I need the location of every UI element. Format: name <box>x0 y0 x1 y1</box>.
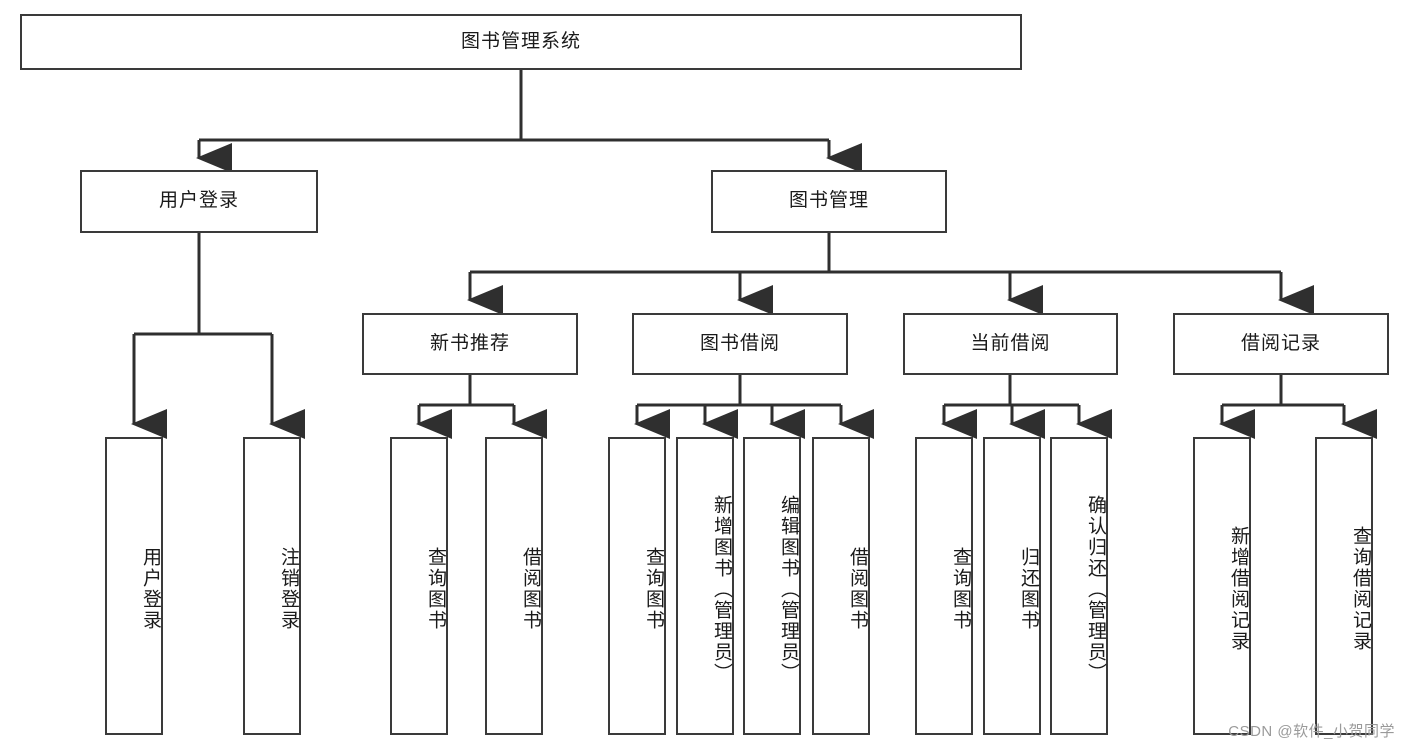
node-label: 查询图书 <box>643 547 664 631</box>
node-label: 借阅图书 <box>520 547 541 631</box>
node-book-borrow[interactable]: 图书借阅 <box>632 313 848 375</box>
node-label: 用户登录 <box>158 190 239 212</box>
node-label: 新书推荐 <box>429 332 510 354</box>
node-label: 图书借阅 <box>699 332 780 354</box>
leaf-query-book-borrow[interactable]: 查询图书 <box>608 437 666 735</box>
node-label: 归还图书 <box>1018 547 1039 631</box>
leaf-query-borrow-record[interactable]: 查询借阅记录 <box>1315 437 1373 735</box>
watermark: CSDN @软件_小贺同学 <box>1228 723 1395 740</box>
node-label: 用户登录 <box>140 547 161 631</box>
node-label: 新增借阅记录 <box>1228 526 1249 652</box>
node-label: 图书管理系统 <box>460 30 581 52</box>
leaf-query-book-newbook[interactable]: 查询图书 <box>390 437 448 735</box>
leaf-add-book-admin[interactable]: 新增图书（管理员） <box>676 437 734 735</box>
node-label: 查询图书 <box>425 547 446 631</box>
node-label: 注销登录 <box>278 547 299 631</box>
node-label: 当前借阅 <box>970 332 1051 354</box>
node-label: 图书管理 <box>788 190 869 212</box>
node-label: 查询借阅记录 <box>1350 526 1371 652</box>
node-new-book-recommend[interactable]: 新书推荐 <box>362 313 578 375</box>
node-book-management-system[interactable]: 图书管理系统 <box>20 14 1022 70</box>
leaf-query-book-current[interactable]: 查询图书 <box>915 437 973 735</box>
node-current-borrow[interactable]: 当前借阅 <box>903 313 1118 375</box>
leaf-edit-book-admin[interactable]: 编辑图书（管理员） <box>743 437 801 735</box>
node-label: 确认归还（管理员） <box>1085 494 1106 684</box>
node-label: 借阅图书 <box>847 547 868 631</box>
leaf-logout[interactable]: 注销登录 <box>243 437 301 735</box>
node-label: 编辑图书（管理员） <box>778 494 799 684</box>
node-book-management[interactable]: 图书管理 <box>711 170 947 233</box>
leaf-borrow-book-newbook[interactable]: 借阅图书 <box>485 437 543 735</box>
leaf-return-book[interactable]: 归还图书 <box>983 437 1041 735</box>
leaf-lend-book[interactable]: 借阅图书 <box>812 437 870 735</box>
node-label: 新增图书（管理员） <box>711 494 732 684</box>
node-label: 查询图书 <box>950 547 971 631</box>
leaf-confirm-return-admin[interactable]: 确认归还（管理员） <box>1050 437 1108 735</box>
leaf-user-login[interactable]: 用户登录 <box>105 437 163 735</box>
node-user-login[interactable]: 用户登录 <box>80 170 318 233</box>
node-borrow-record[interactable]: 借阅记录 <box>1173 313 1389 375</box>
node-label: 借阅记录 <box>1240 332 1321 354</box>
leaf-add-borrow-record[interactable]: 新增借阅记录 <box>1193 437 1251 735</box>
